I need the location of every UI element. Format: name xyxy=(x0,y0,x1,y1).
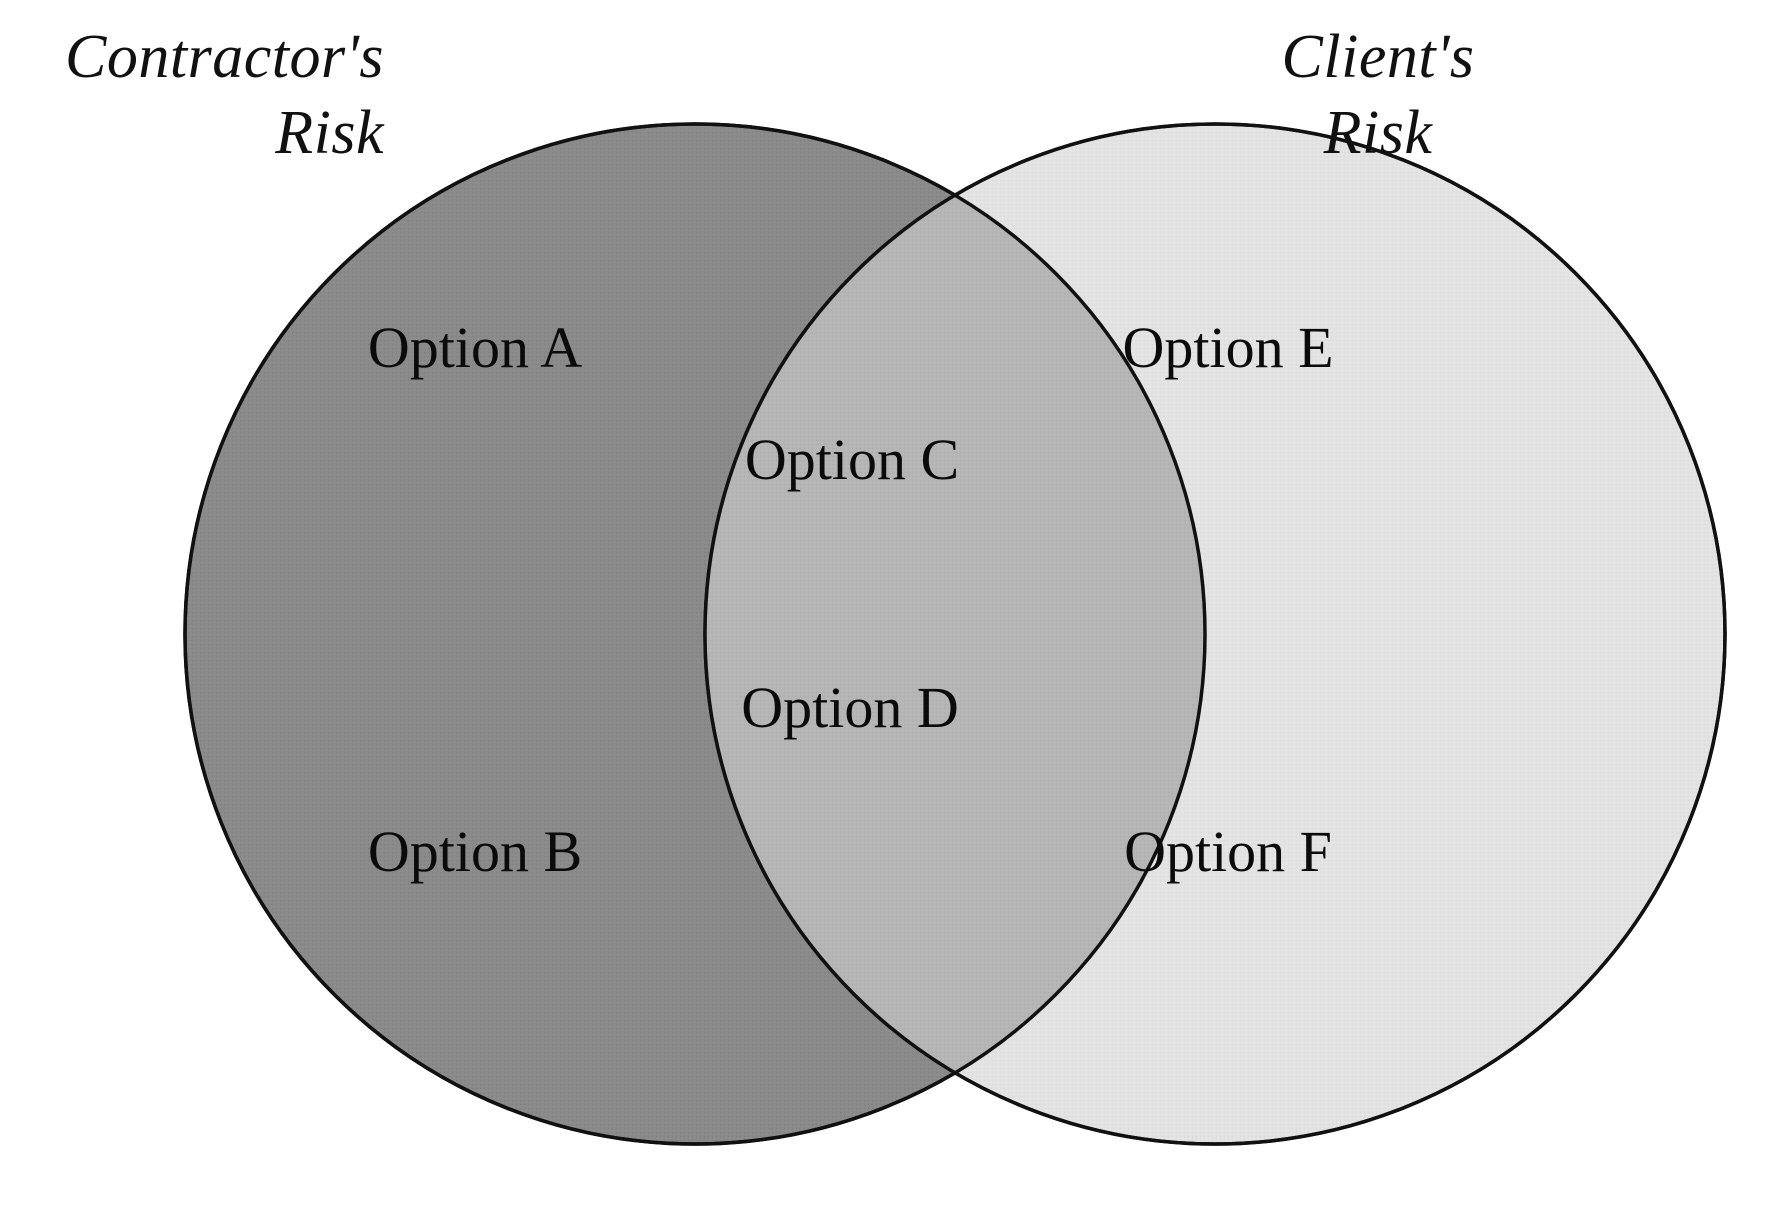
contractor-risk-outline xyxy=(183,122,1207,1146)
overlap-region xyxy=(705,124,1205,1144)
client-risk-outline xyxy=(703,122,1727,1146)
